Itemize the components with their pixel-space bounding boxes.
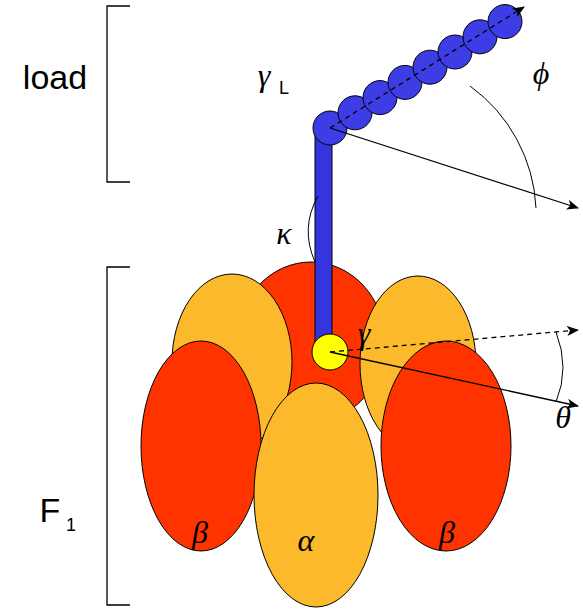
symbol-label: γ [358, 317, 371, 349]
subunit-label: α [298, 524, 315, 556]
subunit-label: β [192, 516, 208, 548]
beta-subunit: β [140, 340, 262, 552]
subscript-label: 1 [66, 516, 76, 534]
group-label: F [40, 493, 61, 527]
angle-label: θ [555, 401, 571, 433]
subscript-label: L [279, 79, 289, 97]
load-bead [488, 5, 522, 39]
subunit-ellipse [253, 382, 379, 608]
alpha-subunit: α [253, 382, 379, 608]
theta-angle-arc [556, 332, 563, 402]
load-bracket [107, 6, 130, 182]
group-label: load [23, 60, 87, 94]
beta-subunit: β [380, 340, 512, 552]
load-bead-chain [313, 5, 522, 145]
phi-angle-arc [470, 86, 536, 208]
load-axis-arrow [330, 7, 524, 128]
gamma-shaft [315, 132, 332, 350]
kappa-marker [308, 196, 318, 262]
angle-label: ϕ [533, 57, 550, 89]
reference-arrow [330, 352, 578, 406]
reference-arrow [330, 128, 578, 208]
f1-bracket [107, 267, 130, 605]
stiffness-label: κ [276, 217, 291, 249]
symbol-label: γ [258, 59, 271, 91]
subunit-label: β [439, 516, 455, 548]
